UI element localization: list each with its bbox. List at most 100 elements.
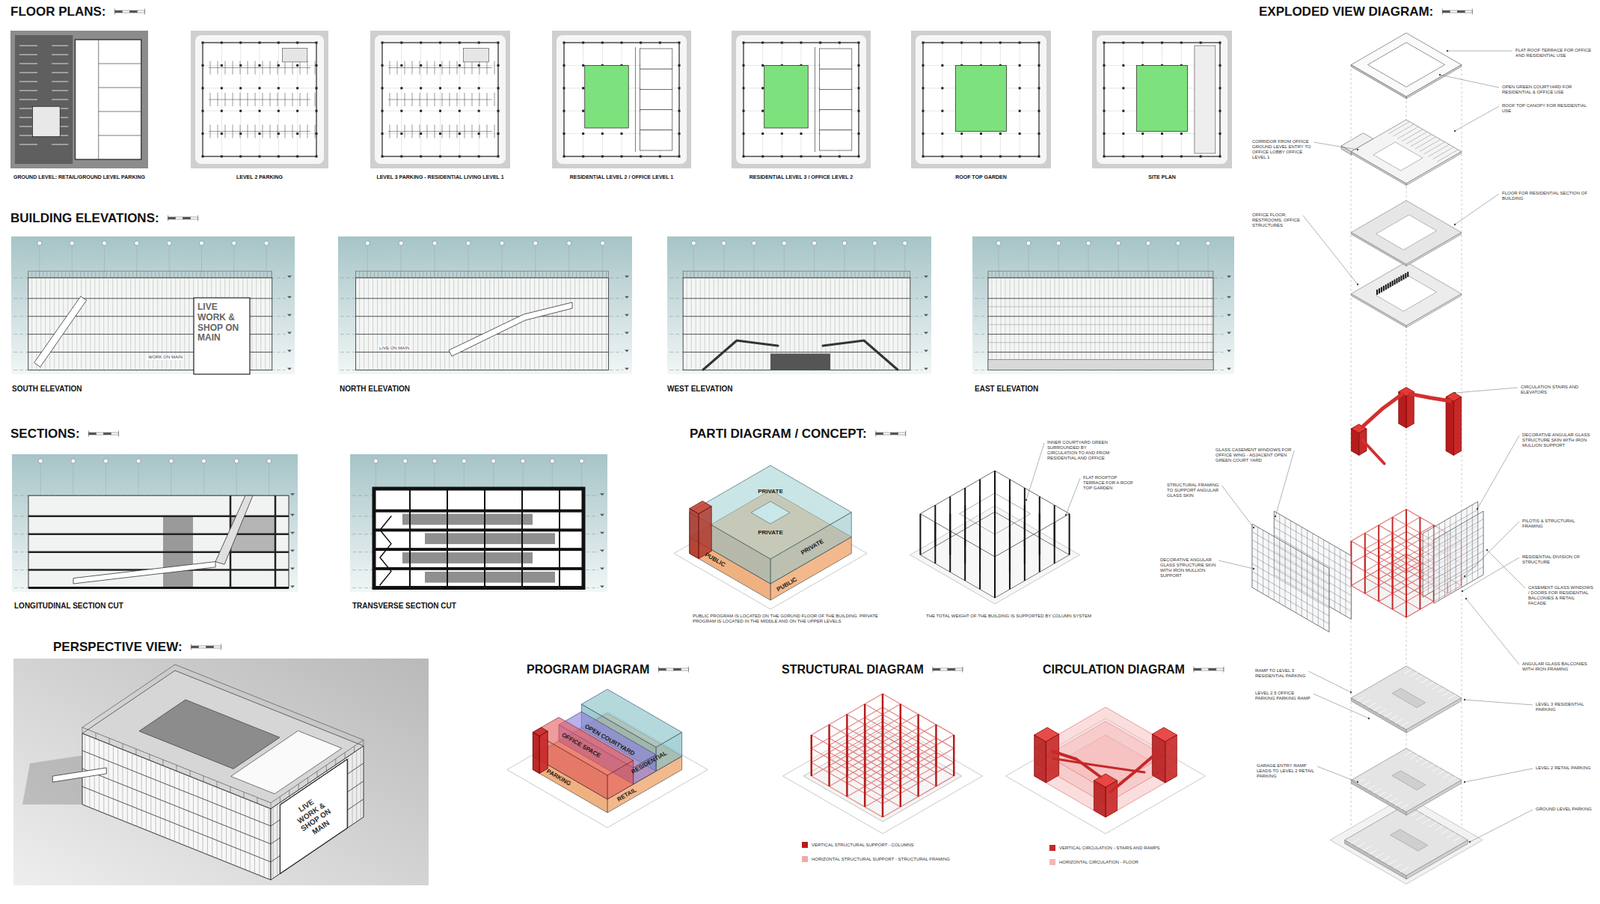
scale-bar	[130, 10, 138, 13]
pergola-rib	[370, 270, 372, 278]
glass-skin	[1433, 510, 1484, 603]
mullion	[897, 277, 899, 370]
stall-line	[419, 60, 421, 75]
pergola-rib	[791, 270, 793, 278]
pergola-rib	[546, 270, 547, 278]
sign-panel	[193, 297, 250, 375]
pergola-rib	[840, 270, 841, 278]
mullion	[1162, 277, 1164, 370]
mullion	[453, 277, 455, 370]
pergola-rib	[1029, 270, 1031, 278]
scale-bar	[883, 432, 891, 435]
mullion	[1207, 277, 1209, 370]
stall-line	[1375, 852, 1385, 858]
section-fill	[402, 552, 533, 564]
section-heading: SECTIONS:	[10, 426, 81, 442]
stall-line	[442, 60, 443, 75]
mullion	[713, 277, 715, 370]
column-mark	[581, 64, 585, 67]
mullion	[98, 277, 100, 370]
level-line	[340, 351, 624, 353]
level-marker	[290, 549, 295, 553]
mullion	[529, 277, 531, 370]
pergola-rib	[682, 270, 684, 278]
scale-bar	[122, 10, 131, 13]
wall-line	[97, 39, 99, 160]
scale-bar	[932, 667, 941, 671]
room-outline	[819, 130, 852, 151]
stall-line	[1431, 685, 1440, 690]
leader-dot	[1065, 513, 1067, 516]
pergola-rib	[999, 270, 1001, 278]
floor-slab-top	[1350, 200, 1461, 265]
stall-line	[486, 124, 488, 139]
parking-area	[14, 35, 73, 164]
scale-bar	[168, 216, 176, 220]
stall-line	[1384, 712, 1393, 717]
roof-opening	[1368, 42, 1446, 88]
mullion	[493, 277, 495, 370]
parking-stripe	[19, 99, 38, 101]
canopy-rib	[1419, 139, 1441, 152]
roof-frame-top	[1350, 32, 1461, 97]
level-line	[14, 587, 289, 588]
column-mark	[497, 86, 500, 90]
leader-dot	[1465, 597, 1467, 600]
leader-line	[1477, 435, 1520, 509]
building-outline	[564, 42, 680, 157]
pergola-rib	[143, 270, 145, 278]
pergola-rib	[1025, 270, 1027, 278]
mullion	[421, 277, 423, 370]
callout-text: CASEMENT GLASS WINDOWS / DOORS FOR RESID…	[1528, 584, 1594, 606]
column-mark	[639, 41, 642, 45]
column-mark	[1180, 155, 1183, 158]
pergola-post	[216, 780, 218, 787]
column-mark	[857, 41, 861, 45]
level-marker	[287, 296, 292, 299]
scale-bar	[1216, 667, 1224, 671]
grid-bubble	[373, 458, 378, 464]
mullion	[376, 277, 378, 370]
level-marker	[287, 368, 292, 371]
pergola-post	[176, 764, 178, 771]
pergola-post	[95, 732, 97, 739]
legend-swatch	[801, 855, 808, 862]
pergola-rib	[42, 270, 44, 278]
ramp-strip	[1392, 770, 1426, 790]
pergola-post	[326, 764, 327, 771]
column-mark	[1103, 132, 1106, 135]
grid-bubble	[234, 458, 239, 464]
pergola-rib	[366, 270, 368, 278]
column-mark	[601, 41, 604, 45]
column-mark	[941, 64, 944, 67]
pergola-rib	[727, 270, 729, 278]
stair-core-side	[539, 730, 548, 774]
grid-bubble	[231, 240, 237, 246]
courtyard-void	[751, 501, 790, 524]
pergola-rib	[798, 270, 800, 278]
column-mark	[1018, 64, 1022, 67]
mullion	[1045, 277, 1047, 370]
pergola-rib	[821, 270, 823, 278]
pergola-rib	[1178, 270, 1180, 278]
grid-bubble	[102, 240, 107, 246]
grid-line	[582, 42, 584, 157]
stall-line	[471, 60, 473, 75]
column-mark	[381, 64, 384, 67]
mullion	[839, 277, 841, 370]
courtyard-void	[1376, 276, 1437, 312]
pergola-rib	[1141, 270, 1143, 278]
pergola-rib	[583, 270, 585, 278]
pergola-rib	[697, 270, 699, 278]
stall-line	[1448, 694, 1456, 699]
stall-line	[225, 60, 226, 75]
stall-line	[262, 92, 264, 107]
section-fill	[424, 571, 556, 583]
mullion	[749, 277, 751, 370]
column-mark	[941, 86, 944, 90]
pergola-rib	[847, 270, 849, 278]
pergola-rib	[263, 270, 265, 278]
mullion	[134, 277, 136, 370]
scale-tick	[118, 430, 119, 437]
